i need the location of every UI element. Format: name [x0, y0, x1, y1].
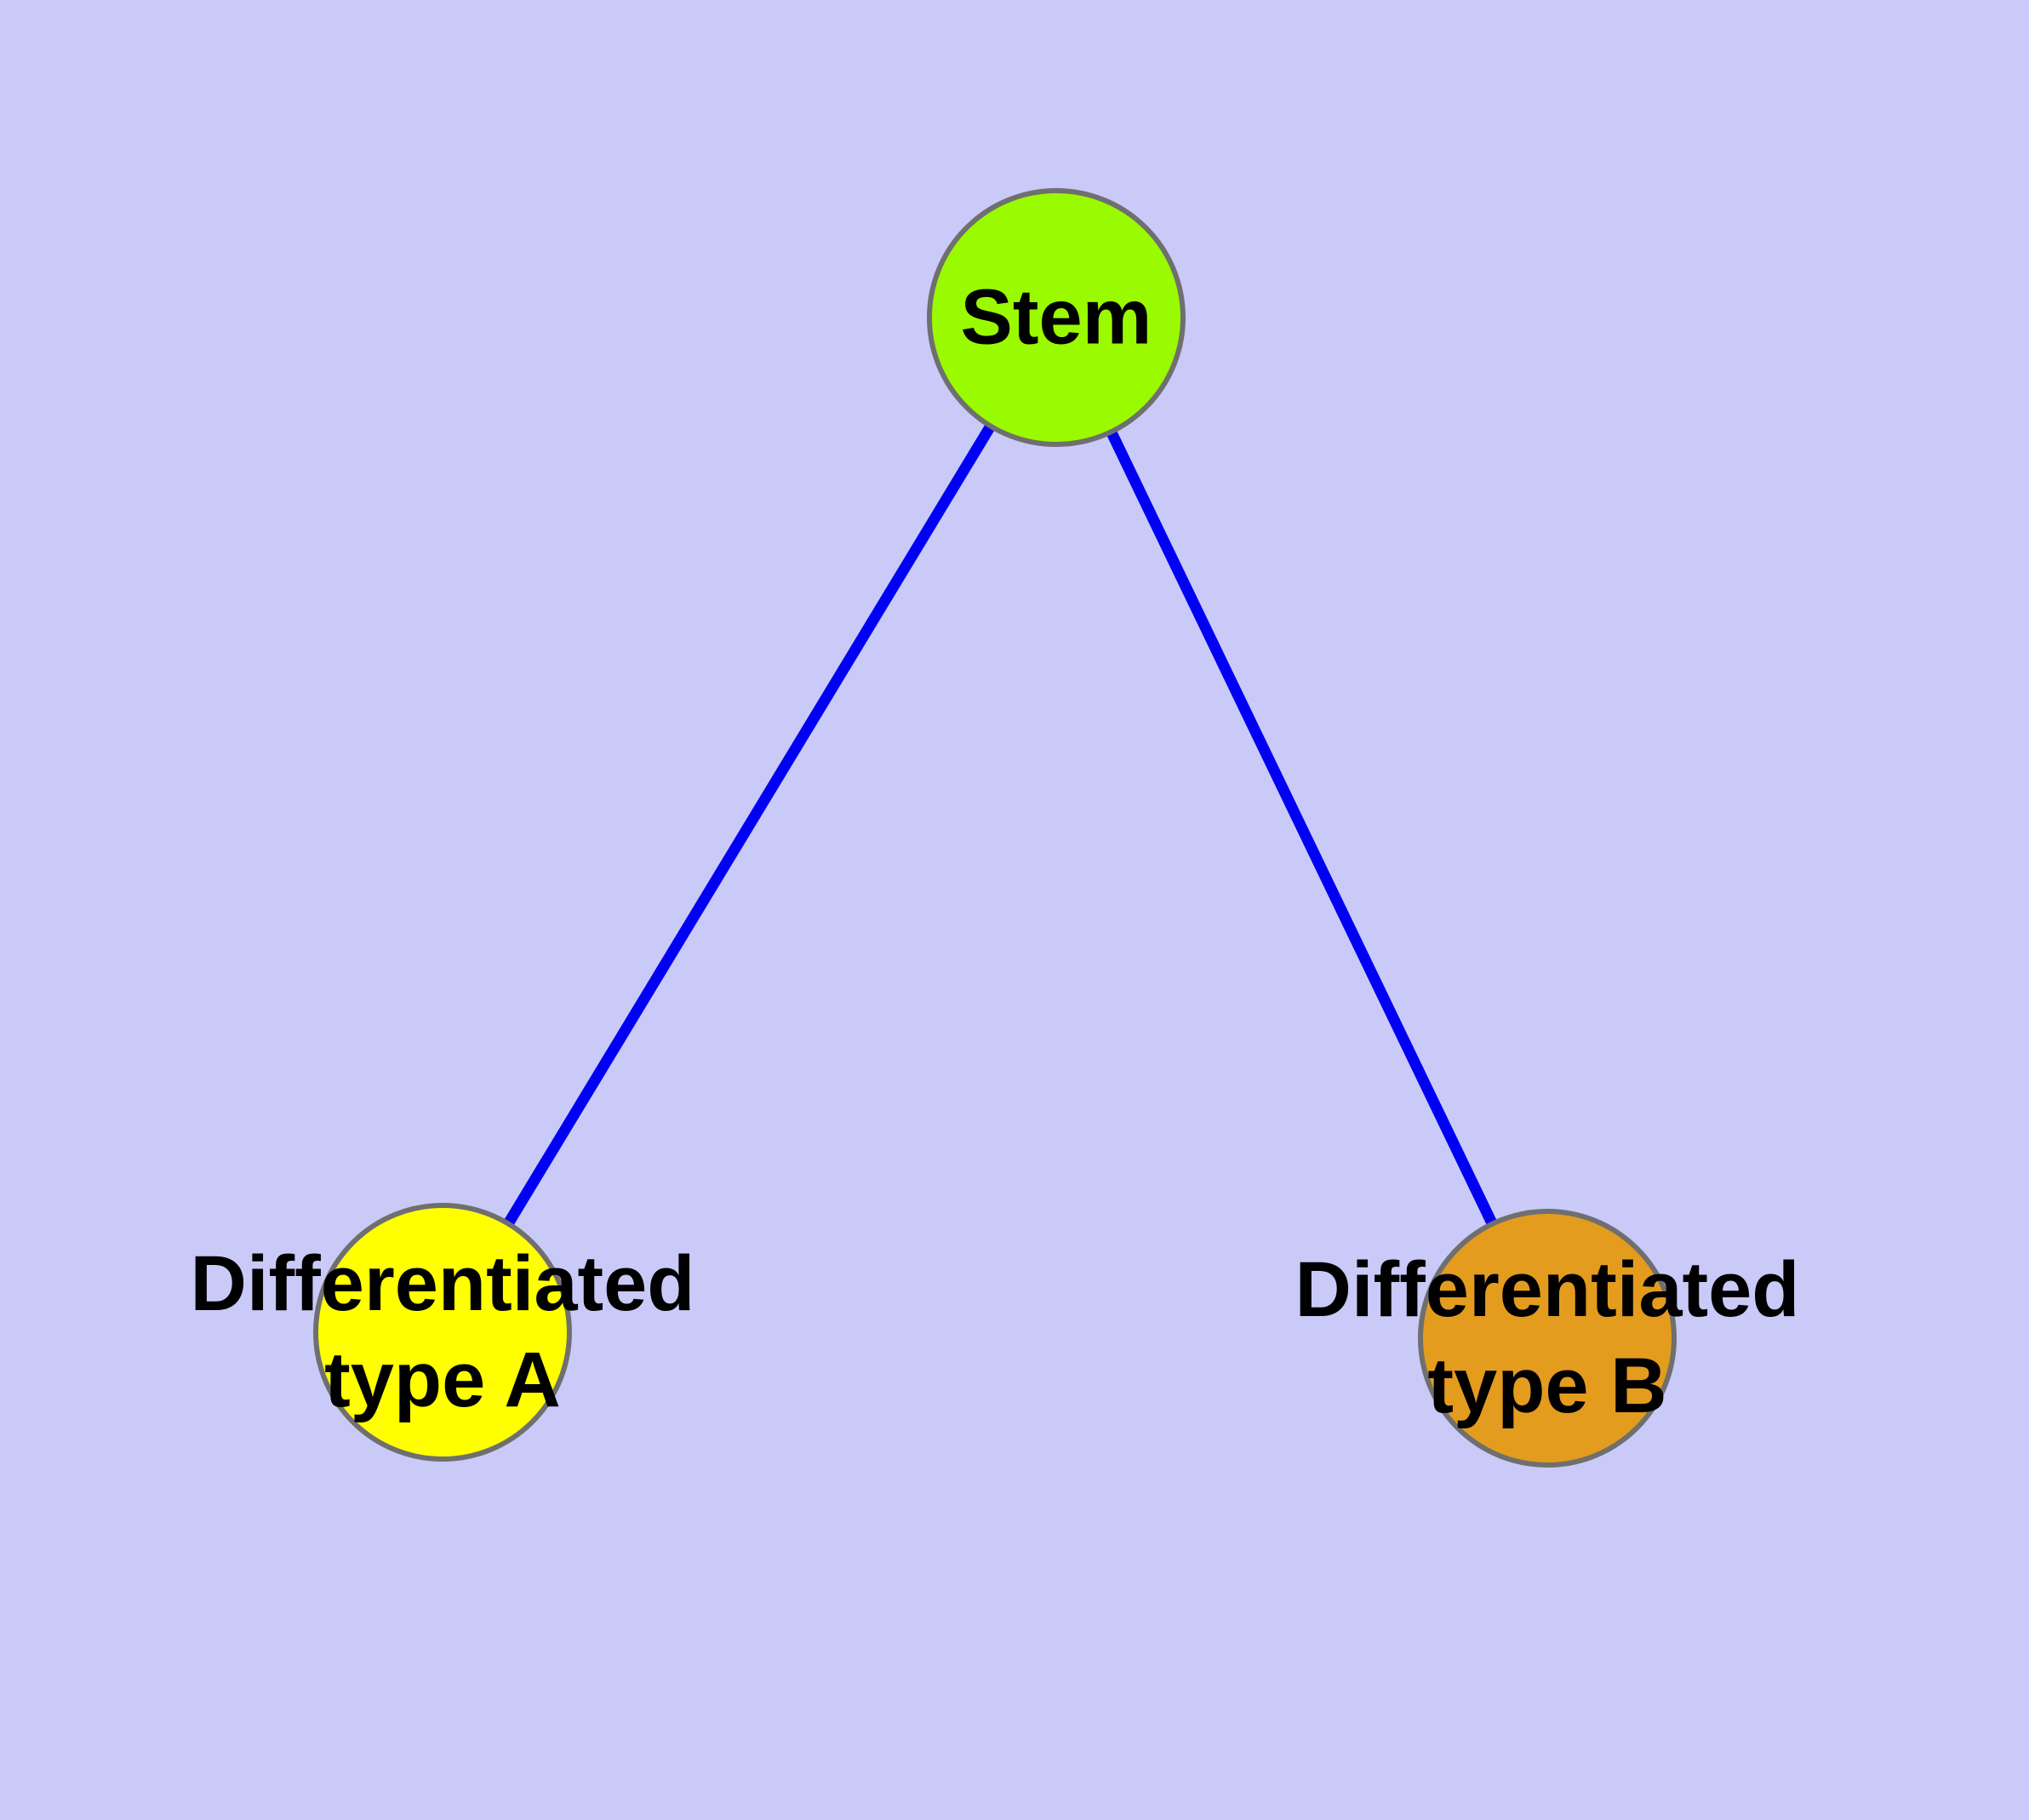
node-type-b-label-line-2: type B — [1427, 1342, 1667, 1429]
node-type-a-label-line-2: type A — [324, 1336, 561, 1423]
node-differentiated-type-a-label: Differentiated type A — [191, 1236, 695, 1428]
node-stem-label-line: Stem — [960, 273, 1152, 361]
node-stem — [927, 188, 1186, 447]
edge-stem-to-type-b — [1051, 315, 1552, 1341]
node-type-b-label-line-1: Differentiated — [1295, 1246, 1800, 1333]
node-differentiated-type-b-label: Differentiated type B — [1295, 1242, 1800, 1434]
node-stem-label: Stem — [961, 270, 1152, 366]
node-differentiated-type-b — [1418, 1209, 1677, 1468]
node-differentiated-type-a — [313, 1203, 572, 1462]
edge-stem-to-type-a — [437, 314, 1061, 1336]
node-type-a-label-line-1: Differentiated — [190, 1240, 695, 1327]
